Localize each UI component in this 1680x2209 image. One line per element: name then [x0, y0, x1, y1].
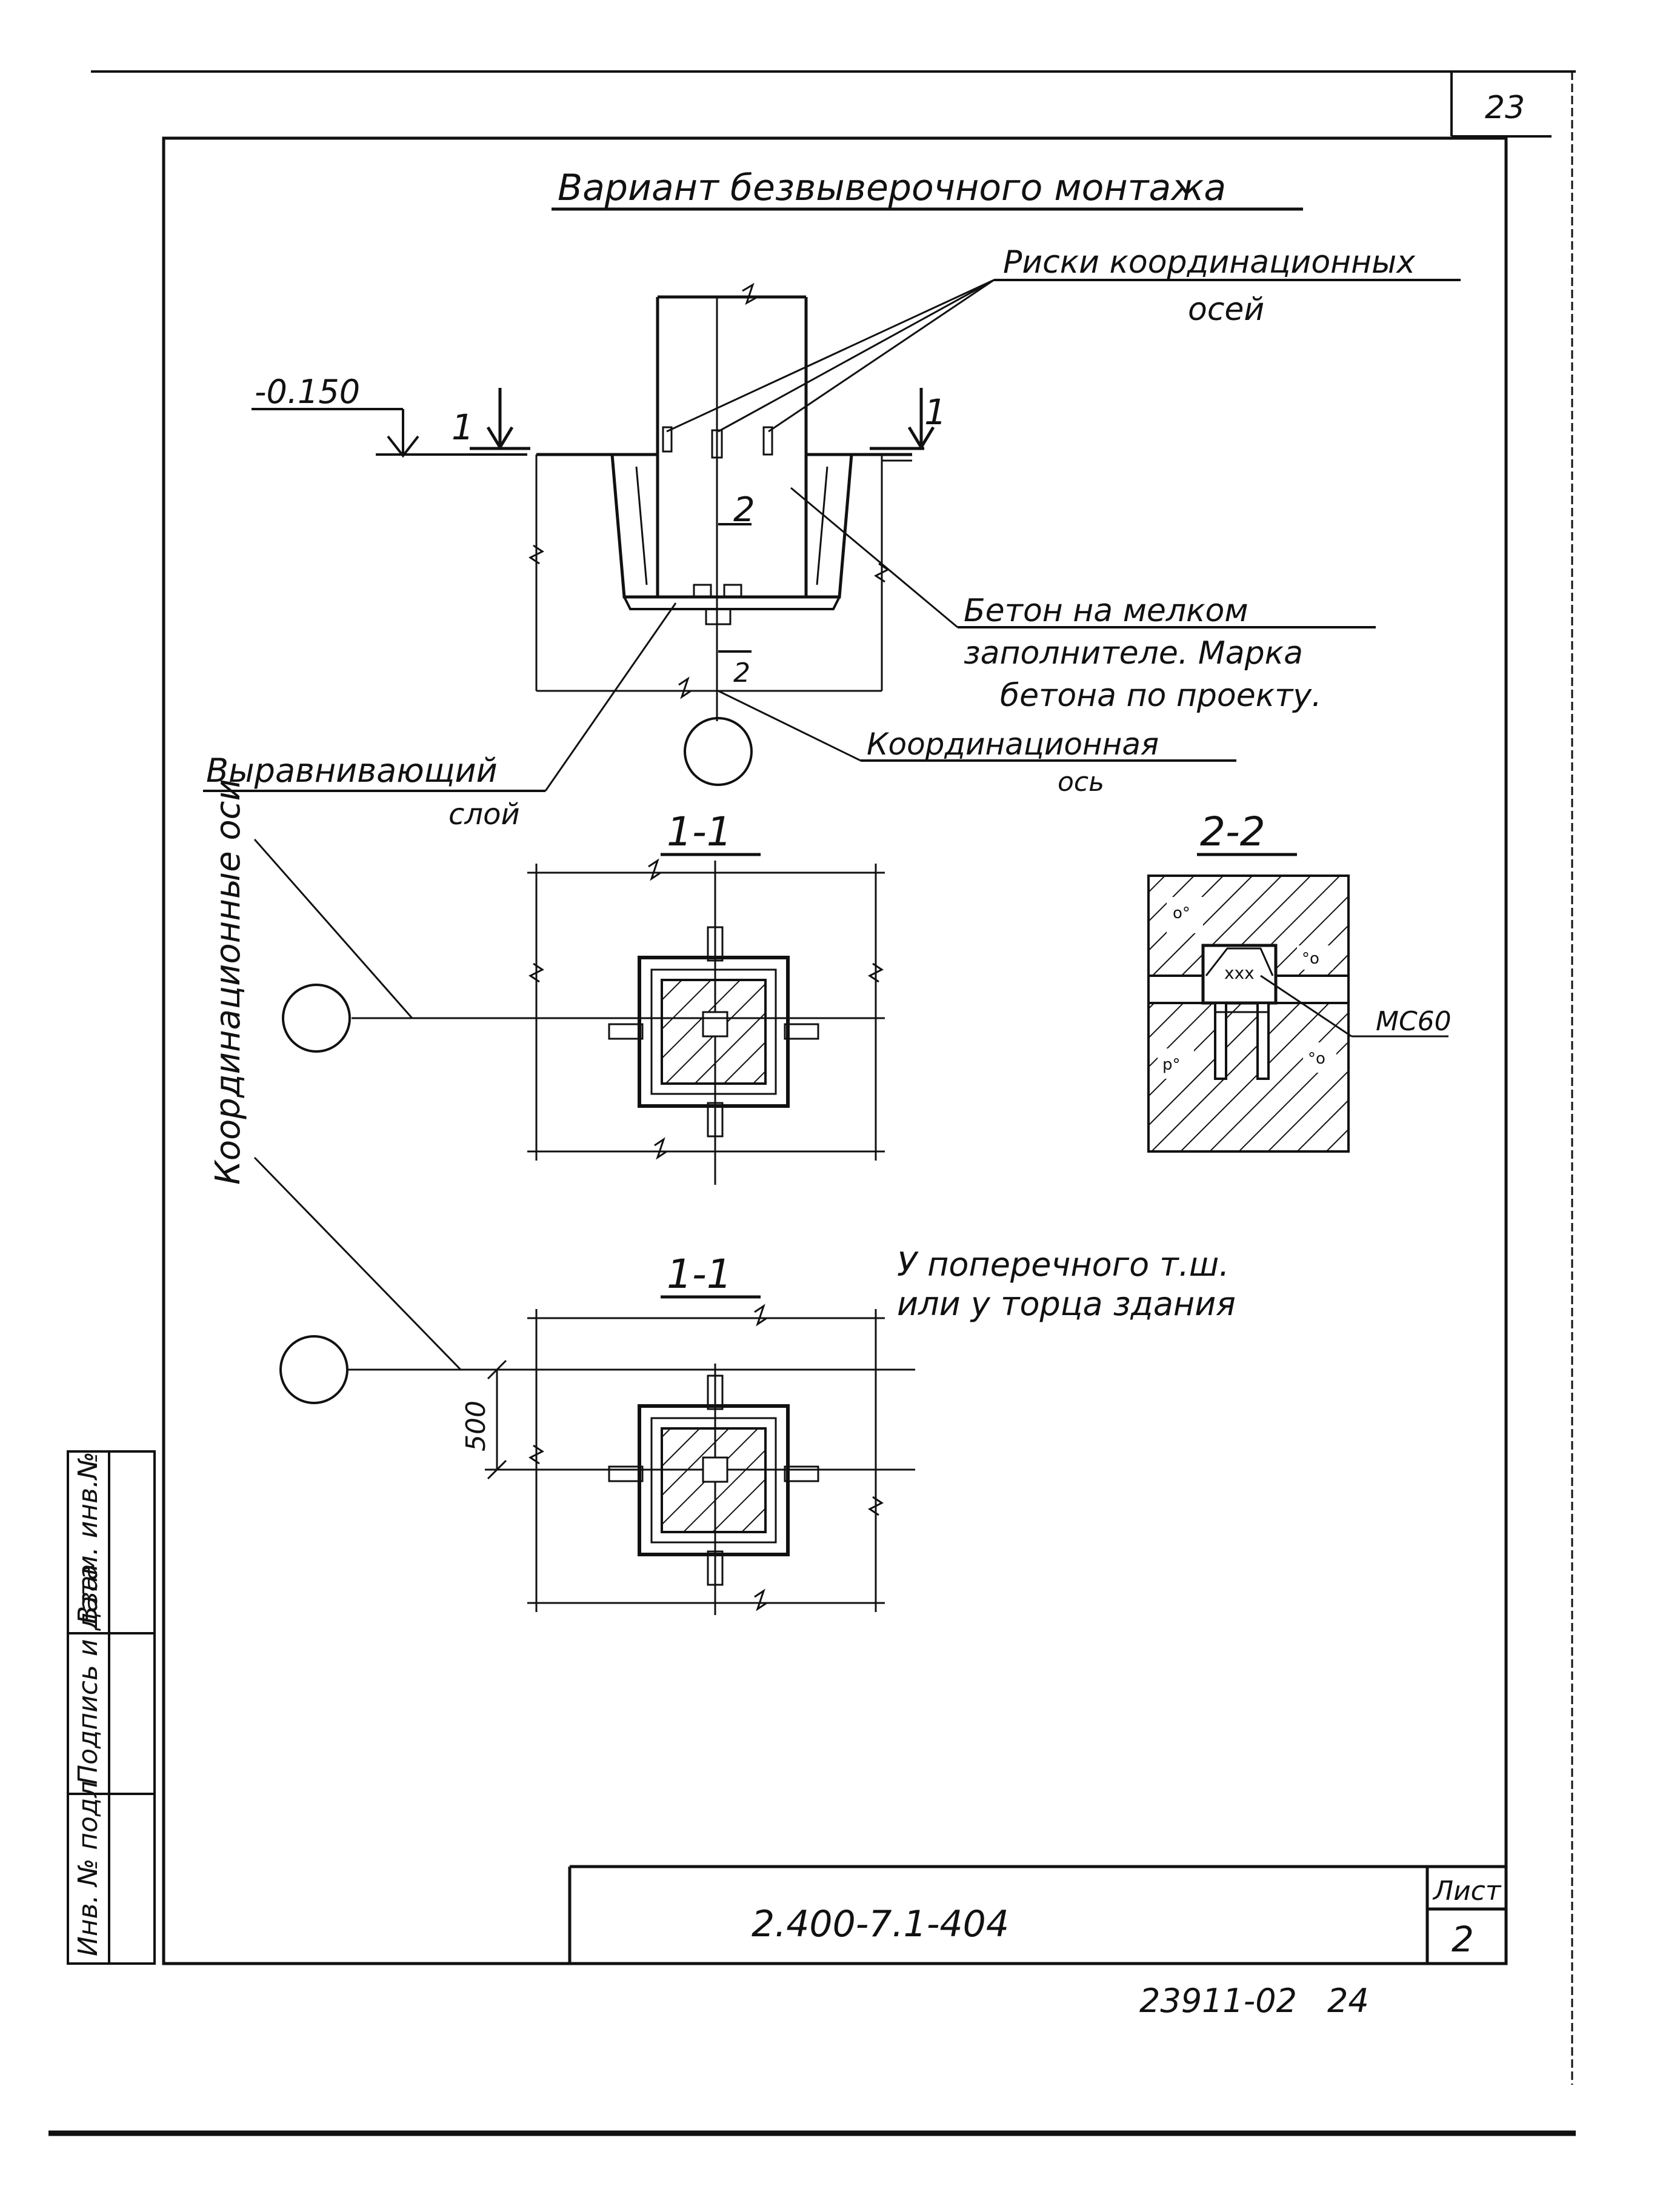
svg-text:р°: р°	[1162, 1056, 1181, 1074]
section-2-2-title: 2-2	[1200, 808, 1265, 855]
section-1-1-b-plan	[348, 1304, 915, 1615]
callout-coord-axis-line2: ось	[1058, 767, 1104, 798]
stamp-vzam-inv: Взам. инв.№	[73, 1451, 104, 1624]
callout-concrete-leader	[790, 487, 1376, 628]
callout-concrete-line1: Бетон на мелком	[964, 593, 1248, 629]
section-2-mark-top: 2	[733, 490, 755, 530]
axis-circle-section-1-1	[282, 984, 351, 1053]
side-stamp: Взам. инв.№ Подпись и дата Инв. № подл	[67, 1450, 156, 1965]
page-number: 23	[1485, 90, 1525, 126]
section-1-cut-markers	[470, 388, 935, 450]
svg-text:°о: °о	[1302, 950, 1319, 968]
callout-coord-marks-line1: Риски координационных	[1003, 244, 1416, 281]
svg-text:°о: °о	[1308, 1050, 1325, 1068]
callout-coord-marks-leaders	[666, 279, 1461, 433]
document-code: 2.400-7.1-404	[752, 1903, 1009, 1945]
section-2-2-detail: xxx о° °о р° °о	[1147, 875, 1448, 1153]
callout-concrete-line3: бетона по проекту.	[1000, 678, 1322, 714]
section-2-cut-markers	[718, 523, 752, 653]
svg-text:xxx: xxx	[1224, 963, 1255, 983]
archive-page: 24	[1327, 1982, 1369, 2020]
level-mark	[252, 408, 527, 458]
callout-coord-axis-line1: Координационная	[867, 727, 1159, 762]
section-1-1-b-note-line2: или у торца здания	[897, 1285, 1236, 1323]
section-1-1-b-title: 1-1	[667, 1251, 732, 1298]
drawing-frame	[162, 136, 1508, 1965]
callout-leveling-line1: Выравнивающий	[206, 751, 498, 790]
archive-number: 23911-02	[1139, 1982, 1297, 2020]
axis-circle-section-1-1-b	[279, 1335, 348, 1404]
section-1-mark-right: 1	[924, 391, 947, 433]
embedded-part-label: МС60	[1376, 1006, 1452, 1037]
sheet-number: 2	[1452, 1919, 1474, 1960]
sheet-label: Лист	[1432, 1876, 1502, 1907]
section-1-mark-left: 1	[452, 407, 474, 448]
callout-concrete-line2: заполнителе. Марка	[964, 635, 1303, 671]
coord-axes-leaders	[253, 839, 463, 1371]
section-1-1-title: 1-1	[667, 808, 732, 855]
axis-circle-elevation	[684, 717, 753, 786]
callout-leveling-leader	[203, 602, 677, 792]
level-mark-value: -0.150	[255, 373, 360, 411]
drawing-title: Вариант безвыверочного монтажа	[558, 167, 1226, 209]
callout-coord-marks-line2: осей	[1188, 292, 1264, 328]
section-2-mark-bottom: 2	[733, 658, 750, 688]
section-1-1-plan	[352, 858, 885, 1185]
callout-leveling-line2: слой	[448, 798, 520, 831]
elevation-view	[528, 282, 912, 721]
stamp-signature-date: Подпись и дата	[73, 1564, 104, 1785]
stamp-inv-podl: Инв. № подл	[73, 1781, 104, 1956]
callout-coord-axes-vertical: Координационные оси	[208, 779, 248, 1185]
callout-coord-axis-leader	[718, 690, 1236, 762]
dimension-500: 500	[461, 1401, 492, 1451]
svg-text:о°: о°	[1173, 904, 1190, 922]
title-block	[568, 1865, 1506, 1964]
section-1-1-b-note-line1: У поперечного т.ш.	[897, 1245, 1229, 1284]
